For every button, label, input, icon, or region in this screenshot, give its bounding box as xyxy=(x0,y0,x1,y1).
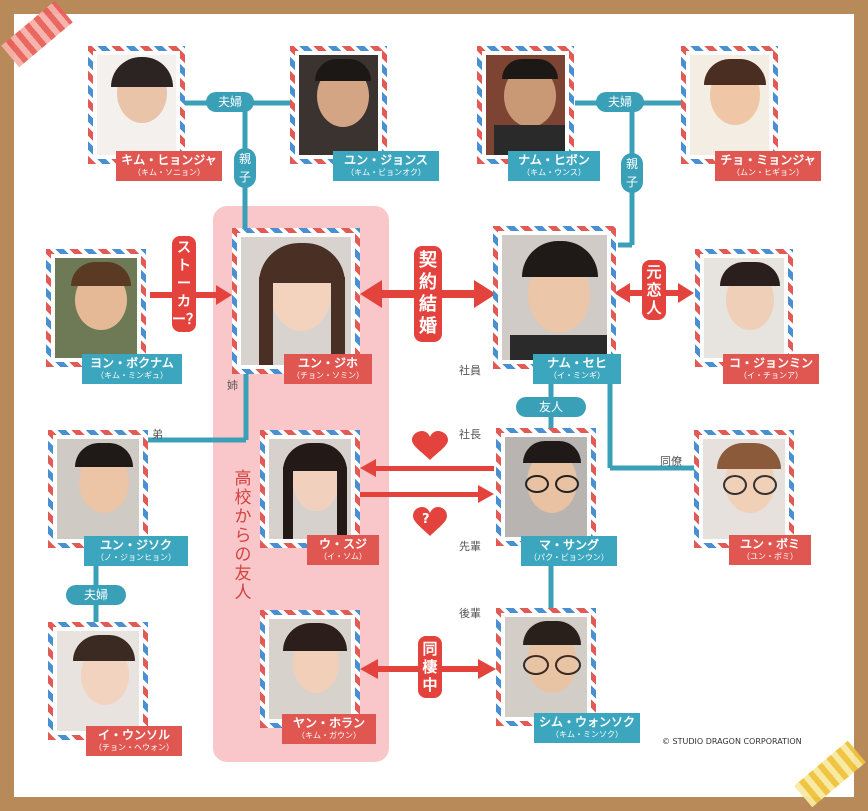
name-tag: イ・ウンソル（チョン・ヘウォン） xyxy=(86,726,182,756)
portrait-photo xyxy=(505,617,587,717)
couple-label: 夫婦 xyxy=(206,92,254,112)
character-card-yun-jongsu xyxy=(290,46,387,164)
name-tag: ユン・ボミ（ユン・ボミ） xyxy=(729,535,811,565)
portrait-photo xyxy=(57,439,139,539)
question-mark: ? xyxy=(422,512,430,527)
name-tag: ナム・ヒボン（キム・ウンス） xyxy=(508,151,600,181)
portrait-photo xyxy=(241,237,351,365)
portrait-photo xyxy=(486,55,565,155)
sister-label: 姉 xyxy=(227,379,238,392)
ex-lover-label: 元恋人 xyxy=(642,260,666,320)
character-card-u-suji xyxy=(260,430,360,548)
portrait-photo xyxy=(97,55,176,155)
character-card-kim-hyunja xyxy=(88,46,185,164)
character-card-ko-jongmin xyxy=(695,249,793,367)
name-tag: マ・サング（パク・ビョンウン） xyxy=(521,536,617,566)
name-tag: ウ・スジ（イ・ソム） xyxy=(307,535,379,565)
name-tag: ヨン・ボクナム（キム・ミンギュ） xyxy=(82,354,182,384)
character-card-ma-sang xyxy=(496,428,596,546)
senior-label: 先輩 xyxy=(459,540,481,553)
employee-label: 社員 xyxy=(459,364,481,377)
name-tag: キム・ヒョンジャ（キム・ソニョン） xyxy=(116,151,222,181)
name-tag: ヤン・ホラン（キム・ガウン） xyxy=(282,714,376,744)
name-tag: ユン・ジホ（チョン・ソミン） xyxy=(284,354,372,384)
character-card-jo-minja xyxy=(681,46,778,164)
portrait-photo xyxy=(704,258,784,358)
copyright: © STUDIO DRAGON CORPORATION xyxy=(662,737,802,746)
name-tag: シム・ウォンソク（キム・ミンソク） xyxy=(534,713,640,743)
character-card-i-unsoru xyxy=(48,622,148,740)
character-card-yon-bokunam xyxy=(46,249,146,367)
character-card-yun-jiho xyxy=(232,228,360,374)
name-tag: チョ・ミョンジャ（ムン・ヒギョン） xyxy=(715,151,821,181)
junior-label: 後輩 xyxy=(459,607,481,620)
portrait-photo xyxy=(502,235,607,360)
character-card-shim-wonsok xyxy=(496,608,596,726)
name-tag: ユン・ジソク（ノ・ジョンヒョン） xyxy=(84,536,188,566)
character-card-yun-jiso xyxy=(48,430,148,548)
portrait-photo xyxy=(703,439,785,539)
contract-marriage-label: 契約結婚 xyxy=(414,246,442,342)
stalker-label: ストーカー？ xyxy=(172,236,200,332)
character-card-yan-horan xyxy=(260,610,360,728)
couple-label: 夫婦 xyxy=(596,92,644,112)
president-label: 社長 xyxy=(459,428,481,441)
couple-label: 夫婦 xyxy=(66,585,126,605)
portrait-photo xyxy=(269,439,351,539)
name-tag: ユン・ジョンス（キム・ビョンオク） xyxy=(333,151,439,181)
portrait-photo xyxy=(269,619,351,719)
brother-label: 弟 xyxy=(152,428,163,441)
portrait-photo xyxy=(299,55,378,155)
character-card-yun-bomi xyxy=(694,430,794,548)
group-label: 高校からの友人 xyxy=(234,469,252,603)
coworker-label: 同僚 xyxy=(660,455,682,468)
name-tag: コ・ジョンミン（イ・チョンア） xyxy=(723,354,819,384)
parent-label: 親子 xyxy=(621,153,643,193)
portrait-photo xyxy=(690,55,769,155)
name-tag: ナム・セヒ（イ・ミンギ） xyxy=(533,354,621,384)
friend-label: 友人 xyxy=(516,397,586,417)
character-card-nam-sehi xyxy=(493,226,616,369)
portrait-photo xyxy=(55,258,137,358)
living-together-label: 同棲中 xyxy=(418,636,442,698)
portrait-photo xyxy=(57,631,139,731)
portrait-photo xyxy=(505,437,587,537)
character-card-nam-hibon xyxy=(477,46,574,164)
parent-label: 親子 xyxy=(234,148,256,188)
